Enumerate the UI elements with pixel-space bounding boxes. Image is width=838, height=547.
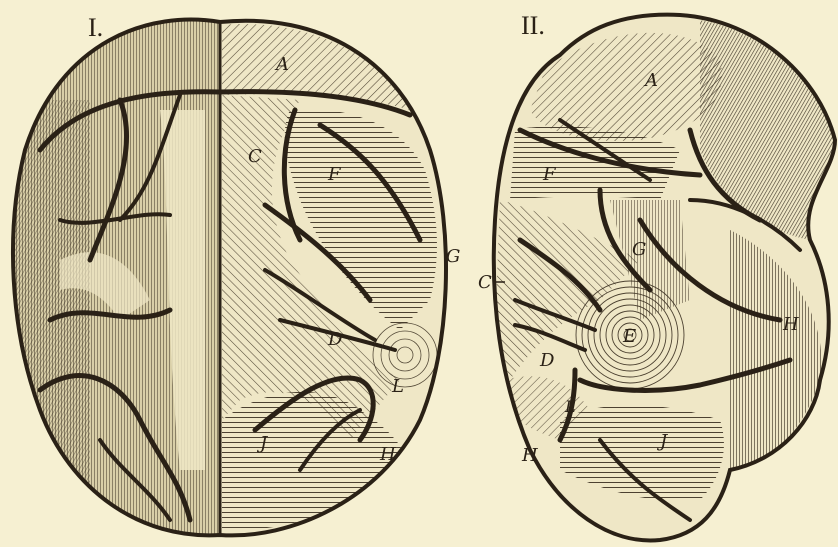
brain-side-view: II. A F C G E H D L J H <box>478 11 835 540</box>
region-label-f: F <box>542 164 557 185</box>
region-label-g: G <box>632 239 646 260</box>
panel-numeral: I. <box>88 13 103 42</box>
region-label-f: F <box>327 164 342 185</box>
region-label-c: C <box>478 272 492 293</box>
panel-numeral: II. <box>521 11 545 40</box>
region-label-c: C <box>248 146 262 167</box>
region-label-g: G <box>446 246 460 267</box>
region-label-h: H <box>379 444 396 465</box>
region-label-d: D <box>327 329 343 350</box>
region-label-l: L <box>564 397 576 416</box>
brain-top-view: I. A C F G D L J H <box>0 0 460 547</box>
region-label-l: L <box>391 376 404 397</box>
region-label-h-left: H <box>521 445 538 466</box>
region-label-h-right: H <box>782 314 799 335</box>
region-label-e: E <box>622 326 636 347</box>
region-label-a: A <box>643 70 658 91</box>
region-label-d: D <box>539 350 555 371</box>
region-label-a: A <box>274 54 289 75</box>
